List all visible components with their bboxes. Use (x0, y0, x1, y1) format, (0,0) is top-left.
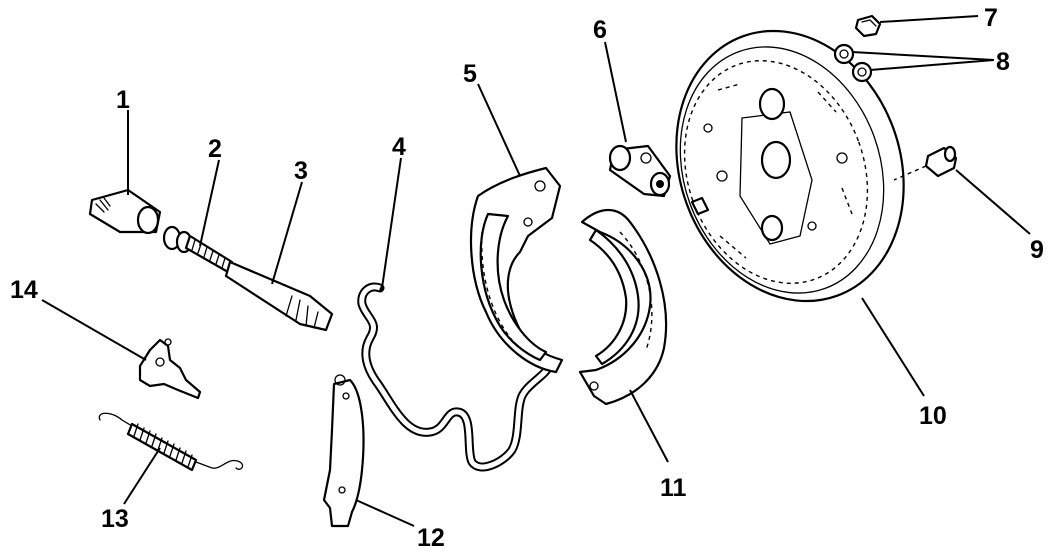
primary-brake-shoe-part (469, 166, 564, 374)
leader-line-8a (851, 51, 995, 61)
leader-line-12 (355, 499, 415, 527)
callout-8: 8 (996, 48, 1010, 76)
leader-line-13 (123, 447, 161, 505)
leader-line-4 (381, 157, 402, 289)
leader-line-2 (199, 159, 220, 247)
callout-1: 1 (116, 86, 130, 114)
mounting-nut-lower-part (851, 61, 873, 83)
wheel-cylinder-part (608, 144, 672, 198)
callout-13: 13 (101, 505, 129, 533)
leader-line-6 (604, 41, 627, 143)
mounting-bolt-part (854, 14, 882, 38)
backing-plate-part (675, 29, 905, 303)
callout-6: 6 (593, 16, 607, 44)
bleeder-cap-part (893, 145, 958, 181)
parking-brake-lever-part (322, 374, 365, 528)
callout-12: 12 (417, 524, 445, 552)
callout-10: 10 (919, 402, 947, 430)
adjuster-pivot-nut-part (224, 260, 334, 332)
mounting-nut-upper-part (833, 43, 855, 65)
parking-brake-cable-part (357, 282, 553, 472)
leader-line-8b (869, 59, 995, 71)
callout-14: 14 (10, 276, 38, 304)
leader-line-3 (271, 181, 303, 285)
callout-9: 9 (1030, 236, 1044, 264)
adjuster-screw-part (162, 225, 234, 274)
callout-7: 7 (984, 4, 998, 32)
callout-3: 3 (294, 157, 308, 185)
leader-line-9 (955, 169, 1031, 235)
callout-2: 2 (208, 135, 222, 163)
callout-5: 5 (463, 60, 477, 88)
adjuster-lever-part (138, 338, 202, 400)
leader-line-5 (477, 83, 521, 177)
callout-4: 4 (392, 133, 406, 161)
adjuster-socket-part (88, 188, 162, 235)
return-spring-part (98, 412, 244, 472)
leader-line-11 (629, 389, 669, 463)
leader-line-14 (41, 299, 147, 361)
secondary-brake-shoe-part (578, 208, 668, 406)
leader-line-7 (879, 15, 979, 23)
callout-11: 11 (660, 474, 687, 502)
leader-line-10 (861, 297, 925, 397)
